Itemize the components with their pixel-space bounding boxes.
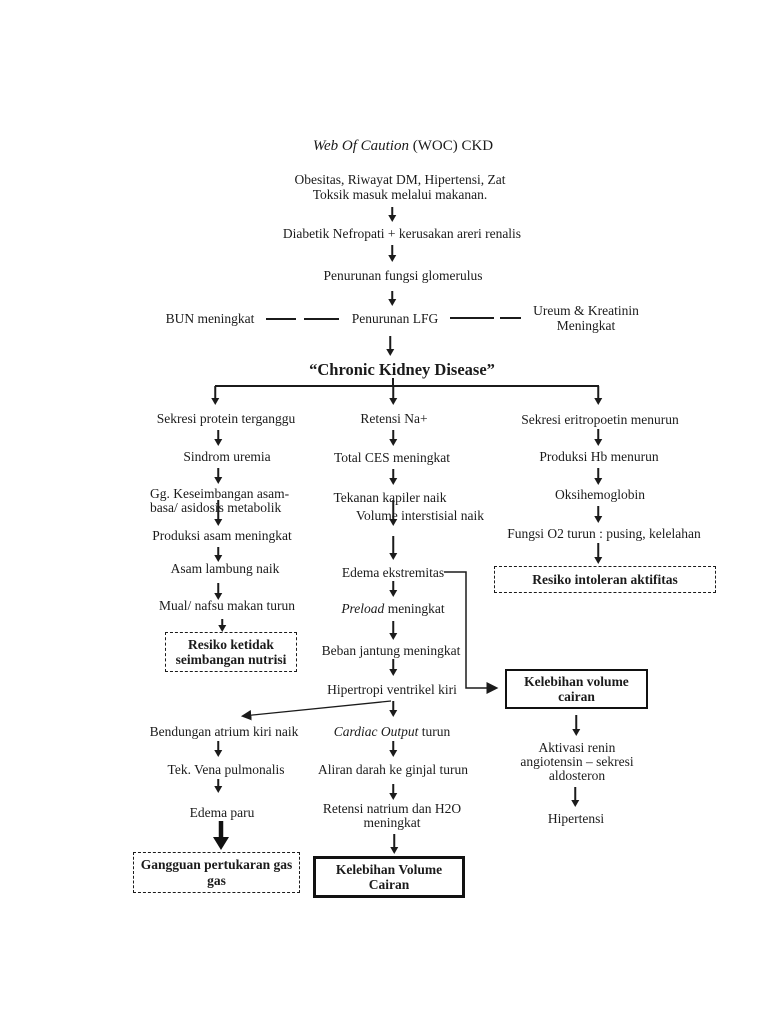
node-bendungan-atrium: Bendungan atrium kiri naik [149,724,299,739]
arrow-eritropoetin-to-hb [597,429,599,439]
arrow-hipertropi-to-cardiac [392,701,394,710]
box-kelebihan-volume-cairan-right: Kelebihan volume cairan [505,669,648,709]
arrow-cardiac-to-aliran [392,741,394,750]
line-bun-to-lfg-a [266,318,296,320]
node-preload-meningkat: Preload meningkat [341,601,444,616]
box-gangguan-pertukaran-gas: Gangguan pertukaran gas gas [133,852,300,893]
node-sekresi-protein: Sekresi protein terganggu [156,411,296,426]
arrow-edema-to-preload [392,581,394,590]
arrow-bendungan-to-tek-vena [217,741,219,750]
arrow-branch-middle [392,386,394,398]
arrow-box-to-aktivasi-renin [575,715,577,729]
node-produksi-asam: Produksi asam meningkat [152,528,292,543]
node-tekanan-kapiler: Tekanan kapiler naik [333,490,447,505]
node-total-ces: Total CES meningkat [333,450,451,465]
arrow-branch-right [597,386,599,398]
preload-italic: Preload [341,601,385,616]
cardiac-output-rest: turun [418,724,451,739]
arrow-retensi-natrium-to-box [393,834,395,847]
node-cardiac-output-turun: Cardiac Output turun [334,724,451,739]
node-produksi-hb: Produksi Hb menurun [539,449,659,464]
node-asam-lambung: Asam lambung naik [170,561,280,576]
box-resiko-nutrisi-label: Resiko ketidak seimbangan nutrisi [175,636,287,668]
node-bun-meningkat: BUN meningkat [165,311,255,326]
arrow-causes-to-nefropati [391,207,393,215]
connector-hipertropi-to-bendungan [240,700,392,721]
node-edema-paru: Edema paru [189,805,255,820]
arrow-mual-to-resiko-nutrisi [221,619,223,625]
node-causes: Obesitas, Riwayat DM, Hipertensi, Zat To… [294,172,506,202]
page-title-regular: (WOC) CKD [408,138,494,154]
connector-edema-to-kelebihan-volume [444,571,499,694]
arrow-fungsi-o2-to-resiko-intoleran [597,543,599,557]
node-aktivasi-renin: Aktivasi renin angiotensin – sekresi ald… [520,740,634,783]
arrow-lfg-to-ckd [389,336,391,349]
arrow-aliran-to-retensi-natrium [392,784,394,793]
node-mual-nafsu-makan: Mual/ nafsu makan turun [158,598,296,613]
node-hipertropi-ventrikel: Hipertropi ventrikel kiri [327,682,457,697]
arrow-preload-to-beban [392,621,394,633]
line-lfg-to-ureum-b [500,317,521,319]
line-lfg-to-ureum-a [450,317,494,319]
arrow-beban-to-hipertropi [392,659,394,669]
box-kelebihan-volume-main-label: Kelebihan Volume Cairan [335,861,443,893]
arrow-nefropati-to-glomerulus [391,245,393,255]
box-gangguan-gas-label: Gangguan pertukaran gas gas [140,857,293,888]
node-chronic-kidney-disease: “Chronic Kidney Disease” [309,360,495,379]
node-volume-interstisial: Volume interstisial naik [356,508,484,523]
node-sekresi-eritropoetin: Sekresi eritropoetin menurun [521,412,679,427]
arrow-gg-to-produksi-asam [217,500,219,519]
node-oksihemoglobin: Oksihemoglobin [555,487,645,502]
node-aliran-darah: Aliran darah ke ginjal turun [318,762,468,777]
arrow-produksi-asam-to-asam-lambung [217,547,219,555]
arrow-retensi-na-to-total-ces [392,430,394,439]
node-retensi-natrium: Retensi natrium dan H2O meningkat [322,801,462,830]
node-ureum-kreatinin: Ureum & Kreatinin Meningkat [533,303,639,333]
page-title-italic: Web Of Caution [312,138,409,154]
arrow-hb-to-oksihemoglobin [597,468,599,478]
cardiac-output-italic: Cardiac Output [333,724,419,739]
arrow-tek-vena-to-edema-paru [217,779,219,786]
node-edema-ekstremitas: Edema ekstremitas [341,565,445,580]
arrow-glomerulus-to-lfg [391,291,393,299]
arrow-sindrom-to-gg [217,468,219,477]
arrow-asam-lambung-to-mual [217,583,219,593]
node-beban-jantung: Beban jantung meningkat [321,643,461,658]
box-kelebihan-volume-right-label: Kelebihan volume cairan [524,673,629,705]
arrow-total-ces-to-tekanan [392,469,394,478]
arrow-aldosteron-to-hipertensi [574,787,576,800]
box-kelebihan-volume-cairan-main: Kelebihan Volume Cairan [313,856,465,898]
arrow-branch-left [214,386,216,398]
arrow-volume-to-edema [392,536,394,553]
node-fungsi-o2: Fungsi O2 turun : pusing, kelelahan [507,526,701,541]
arrow-oksihemoglobin-to-fungsi-o2 [597,506,599,516]
node-hipertensi: Hipertensi [547,811,605,826]
node-retensi-na: Retensi Na+ [360,411,428,426]
node-sindrom-uremia: Sindrom uremia [183,449,271,464]
branch-line [215,385,599,387]
node-diabetik-nefropati: Diabetik Nefropati + kerusakan areri ren… [282,226,522,241]
preload-rest: meningkat [384,601,445,616]
box-resiko-intoleran-label: Resiko intoleran aktifitas [532,571,678,587]
node-penurunan-lfg: Penurunan LFG [351,311,439,326]
line-bun-to-lfg-b [304,318,339,320]
node-gg-keseimbangan: Gg. Keseimbangan asam- basa/ asidosis me… [150,486,290,515]
node-penurunan-glomerulus: Penurunan fungsi glomerulus [323,268,483,283]
node-tek-vena-pulmonalis: Tek. Vena pulmonalis [167,762,285,777]
box-resiko-ketidakseimbangan-nutrisi: Resiko ketidak seimbangan nutrisi [165,632,297,672]
arrow-tekanan-to-volume [392,500,394,519]
thick-arrow-head-edema-paru [213,837,229,850]
branch-stub [392,378,394,386]
page-title: Web Of Caution (WOC) CKD [313,139,493,154]
arrow-sekresi-protein-to-sindrom [217,430,219,439]
box-resiko-intoleran-aktifitas: Resiko intoleran aktifitas [494,566,716,593]
